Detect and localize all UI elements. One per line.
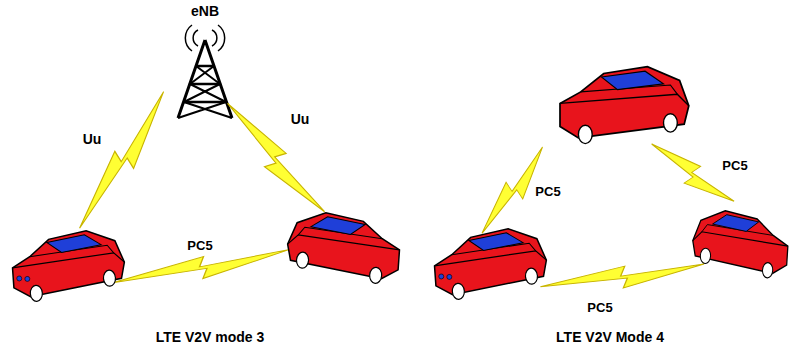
interface-label: PC5 [720, 159, 749, 173]
enb-tower [178, 40, 232, 118]
uu-link [67, 88, 180, 233]
pc5-link [539, 259, 705, 295]
uu-link [220, 94, 329, 224]
radio-waves [185, 25, 224, 51]
vehicle [285, 210, 401, 285]
pc5-link [646, 133, 738, 215]
vehicle [560, 67, 689, 144]
interface-label: Uu [81, 132, 104, 147]
vehicle [691, 208, 790, 279]
vehicle [10, 228, 126, 303]
interface-label: Uu [289, 112, 312, 127]
station-label: eNB [189, 4, 221, 19]
interface-label: PC5 [533, 185, 562, 199]
mode-caption: LTE V2V mode 3 [154, 330, 267, 345]
interface-label: PC5 [185, 239, 214, 253]
vehicle [432, 226, 548, 301]
interface-label: PC5 [585, 301, 614, 315]
mode-caption: LTE V2V Mode 4 [554, 330, 666, 345]
